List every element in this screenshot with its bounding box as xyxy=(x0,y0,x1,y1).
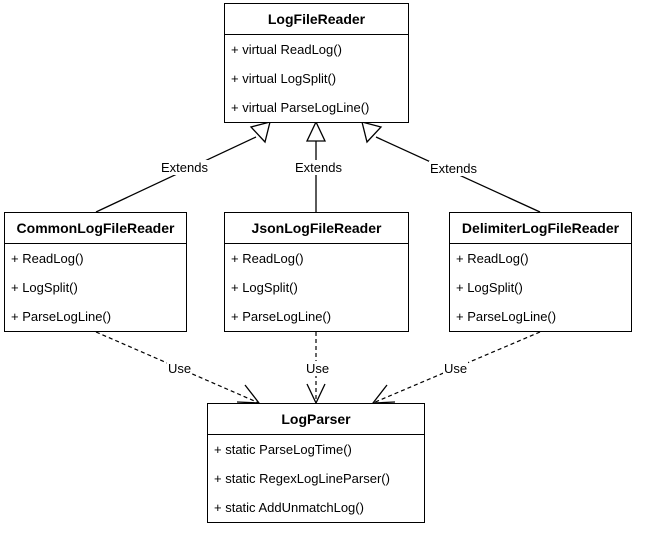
use-label-json: Use xyxy=(305,361,331,376)
extends-label-json: Extends xyxy=(294,160,343,175)
method-parse-log-line: + ParseLogLine() xyxy=(456,309,557,324)
method-read-log: + ReadLog() xyxy=(11,251,84,266)
inheritance-arrowhead xyxy=(305,120,327,142)
class-jsonlogfilereader[interactable]: JsonLogFileReader + ReadLog() + LogSplit… xyxy=(224,212,409,332)
method-parse-log-line: + virtual ParseLogLine() xyxy=(231,100,370,115)
extends-label-common: Extends xyxy=(160,160,209,175)
extends-edge-json xyxy=(305,120,327,212)
method-read-log: + ReadLog() xyxy=(456,251,529,266)
method-parse-log-line: + ParseLogLine() xyxy=(231,309,332,324)
use-label-delimiter: Use xyxy=(443,361,469,376)
dependency-arrowhead xyxy=(371,384,396,404)
class-commonlogfilereader[interactable]: CommonLogFileReader + ReadLog() + LogSpl… xyxy=(4,212,187,332)
dependency-arrowhead xyxy=(306,383,326,405)
method-parse-log-line: + ParseLogLine() xyxy=(11,309,112,324)
method-log-split: + virtual LogSplit() xyxy=(231,71,337,86)
class-logfilereader[interactable]: LogFileReader + virtual ReadLog() + virt… xyxy=(224,3,409,123)
method-log-split: + LogSplit() xyxy=(11,280,78,295)
inheritance-arrowhead xyxy=(249,121,271,144)
method-add-unmatch-log: + static AddUnmatchLog() xyxy=(214,500,364,515)
dependency-arrowhead xyxy=(236,384,261,404)
method-read-log: + ReadLog() xyxy=(231,251,304,266)
class-name: JsonLogFileReader xyxy=(225,213,408,244)
method-parse-log-time: + static ParseLogTime() xyxy=(214,442,352,457)
class-name: DelimiterLogFileReader xyxy=(450,213,631,244)
inheritance-arrowhead xyxy=(361,121,383,144)
class-name: LogFileReader xyxy=(225,4,408,35)
class-logparser[interactable]: LogParser + static ParseLogTime() + stat… xyxy=(207,403,425,523)
class-name: CommonLogFileReader xyxy=(5,213,186,244)
method-regex-log-line-parser: + static RegexLogLineParser() xyxy=(214,471,390,486)
extends-label-delimiter: Extends xyxy=(429,161,478,176)
method-log-split: + LogSplit() xyxy=(456,280,523,295)
class-name: LogParser xyxy=(208,404,424,435)
class-delimiterlogfilereader[interactable]: DelimiterLogFileReader + ReadLog() + Log… xyxy=(449,212,632,332)
use-label-common: Use xyxy=(167,361,193,376)
method-read-log: + virtual ReadLog() xyxy=(231,42,342,57)
method-log-split: + LogSplit() xyxy=(231,280,298,295)
